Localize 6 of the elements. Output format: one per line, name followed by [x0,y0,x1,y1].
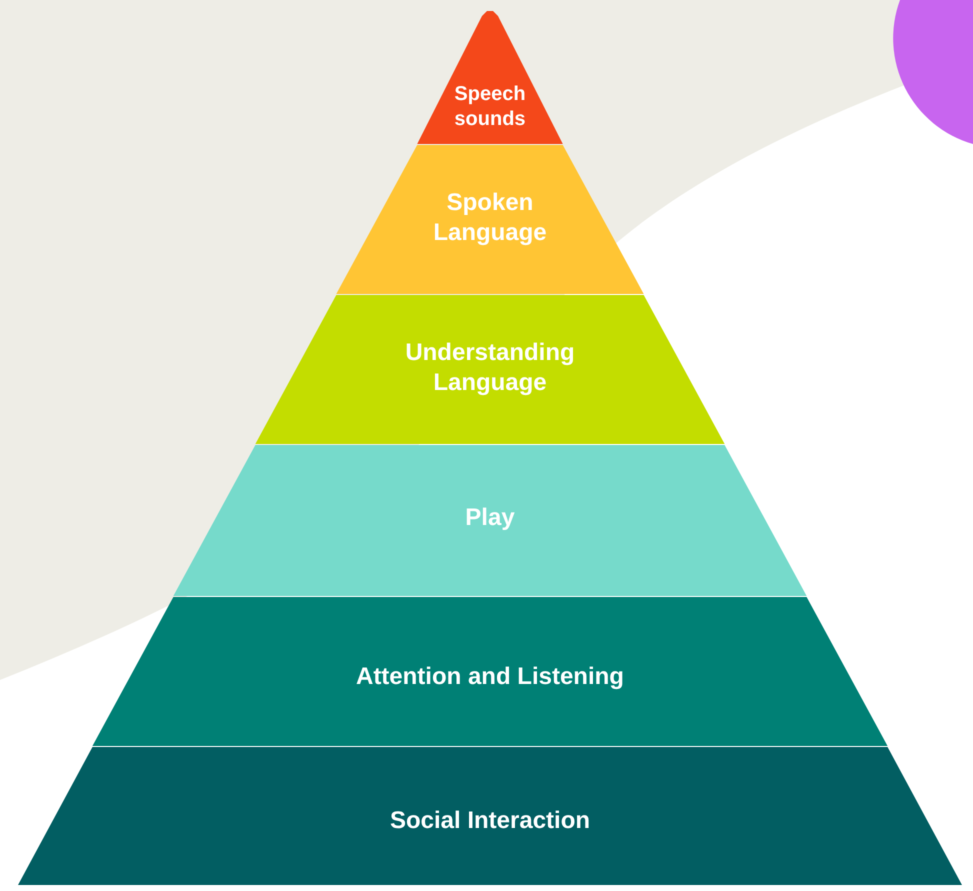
tier-label: Play [464,503,516,533]
tier-label: Understanding Language [404,338,576,398]
tier-label: Attention and Listening [354,662,625,692]
tier-label: Speech sounds [453,82,527,132]
tier-label: Social Interaction [388,806,592,836]
tier-label: Spoken Language [432,188,548,248]
